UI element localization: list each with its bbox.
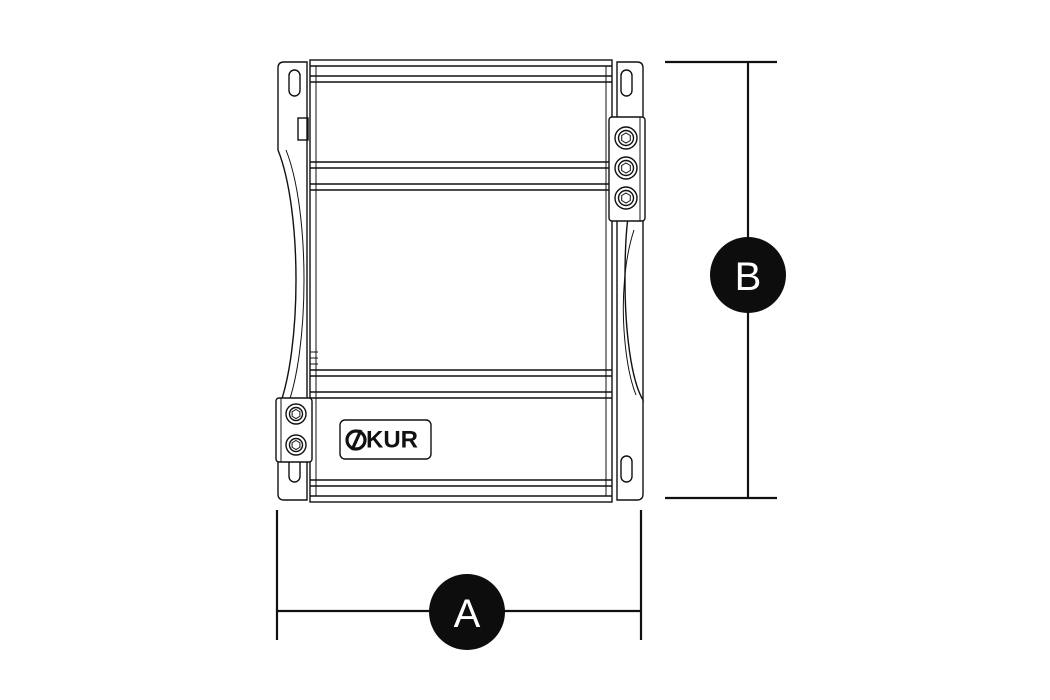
mount-slot-bottom-right <box>620 455 633 483</box>
dimension-a-label: A <box>454 592 481 636</box>
power-terminal-screw-1 <box>614 126 638 150</box>
plate-inner-curve-left <box>285 149 305 411</box>
brand-logo: KUR <box>339 419 432 460</box>
mount-slot-top-left <box>288 69 301 97</box>
mounting-plate-outline <box>277 61 308 501</box>
amplifier-body <box>309 59 613 503</box>
power-terminal-screw-2 <box>614 156 638 180</box>
mounting-plate-outline-right-lower <box>616 220 644 501</box>
brand-logo-text: KUR <box>366 427 418 454</box>
power-terminal-screw-3 <box>614 186 638 210</box>
mount-slot-top-right <box>620 69 633 97</box>
dimension-b: B <box>665 60 786 500</box>
mounting-plate-outline-right <box>616 61 644 403</box>
brand-logo-frame <box>339 419 432 460</box>
dimension-a: A <box>275 510 643 650</box>
plate-inner-curve-right <box>622 229 637 396</box>
speaker-terminal-screw-1 <box>285 403 307 425</box>
dimension-b-label: B <box>735 255 762 299</box>
left-tab <box>297 117 309 141</box>
dimension-a-badge <box>429 574 505 650</box>
dimension-b-badge <box>710 237 786 313</box>
speaker-terminal-screw-2 <box>285 434 307 456</box>
brand-logo-o-mark <box>345 429 367 451</box>
